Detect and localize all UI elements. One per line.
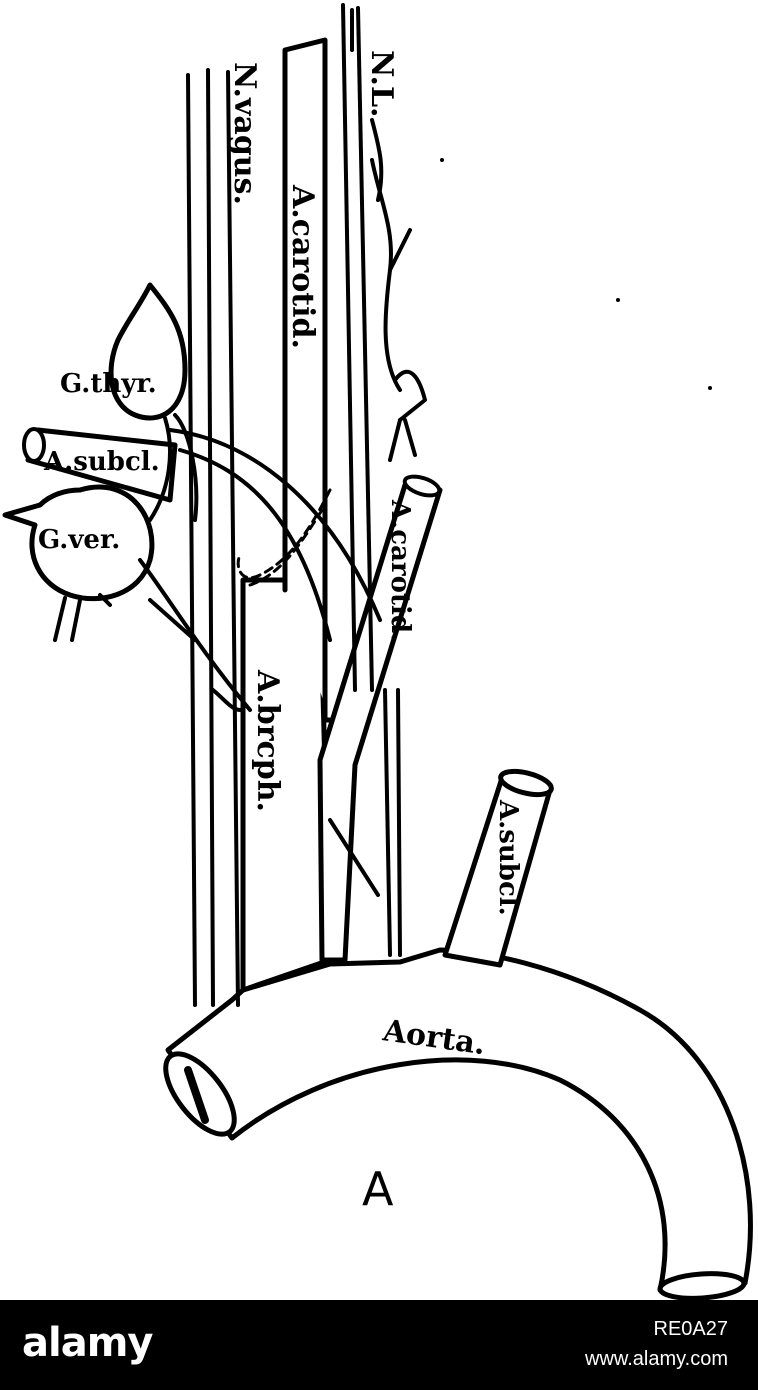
aorta-arch: [165, 947, 753, 1293]
label-a-carotid-upper: A.carotid.: [285, 184, 320, 349]
nl-branch-5: [370, 118, 384, 202]
label-a-brcph: A.brcph.: [250, 669, 285, 812]
nl-lower-nerve: [383, 688, 402, 957]
nl-line-2: [356, 6, 374, 692]
ansa-nerve-4: [148, 598, 197, 642]
left-common-carotid-artery: [317, 482, 443, 963]
thyroid-connector-2: [148, 416, 172, 522]
speck-2: [616, 298, 620, 302]
thyroid-gland: [108, 282, 188, 421]
anatomy-diagram: N.L. N.vagus. A.carotid. G.thyr. A.subcl…: [2, 3, 753, 1300]
panel-label: A: [362, 1162, 394, 1216]
speck-3: [708, 386, 712, 390]
speck-1: [440, 158, 444, 162]
nl-branch-2: [388, 228, 412, 272]
vagus-line-2: [206, 68, 215, 1007]
ansa-nerve-2: [178, 448, 332, 642]
vagus-line-1: [186, 73, 197, 1007]
ansa-nerve-1: [168, 428, 382, 622]
dashed-nerve-loop: [236, 488, 332, 579]
site-url: www.alamy.com: [585, 1348, 728, 1370]
anatomy-illustration: N.L. N.vagus. A.carotid. G.thyr. A.subcl…: [2, 3, 753, 1300]
label-n-vagus: N.vagus.: [227, 62, 262, 205]
left-subclavian-cut: [498, 768, 554, 798]
vagus-line-3: [226, 70, 240, 1007]
watermark-bar: alamy RE0A27 www.alamy.com: [0, 1300, 758, 1390]
label-g-ver: G.ver.: [38, 525, 120, 555]
thyroid-connector: [173, 413, 199, 522]
dashed-nerve-loop-2: [248, 508, 324, 587]
aorta-distal-end: [657, 1271, 747, 1300]
vertebral-ganglion-stem: [53, 596, 82, 642]
nl-branch-4: [388, 418, 417, 462]
aorta-cut-end-shade: [184, 1066, 209, 1124]
image-id: RE0A27: [653, 1318, 729, 1340]
nl-branch-3: [393, 369, 427, 422]
ansa-nerve-3: [138, 558, 252, 712]
label-a-subcl-left: A.subcl.: [43, 447, 160, 477]
label-g-thyr: G.thyr.: [60, 369, 157, 399]
left-carotid-cut: [402, 474, 442, 498]
brand-logo: alamy: [22, 1320, 153, 1366]
label-a-carotid-lower: A.carotid.: [385, 499, 415, 642]
vertebral-ganglion: [2, 484, 155, 602]
label-n-l: N.L.: [364, 50, 399, 118]
vertebral-ganglion-stem-2: [98, 593, 112, 607]
nl-line-1: [341, 3, 357, 692]
subclavian-tube-left-end: [22, 427, 46, 463]
label-a-subcl-right: A.subcl.: [493, 799, 523, 916]
nl-branch-1: [370, 158, 402, 392]
cross-nerve: [328, 818, 380, 897]
vagus-split: [211, 688, 242, 712]
